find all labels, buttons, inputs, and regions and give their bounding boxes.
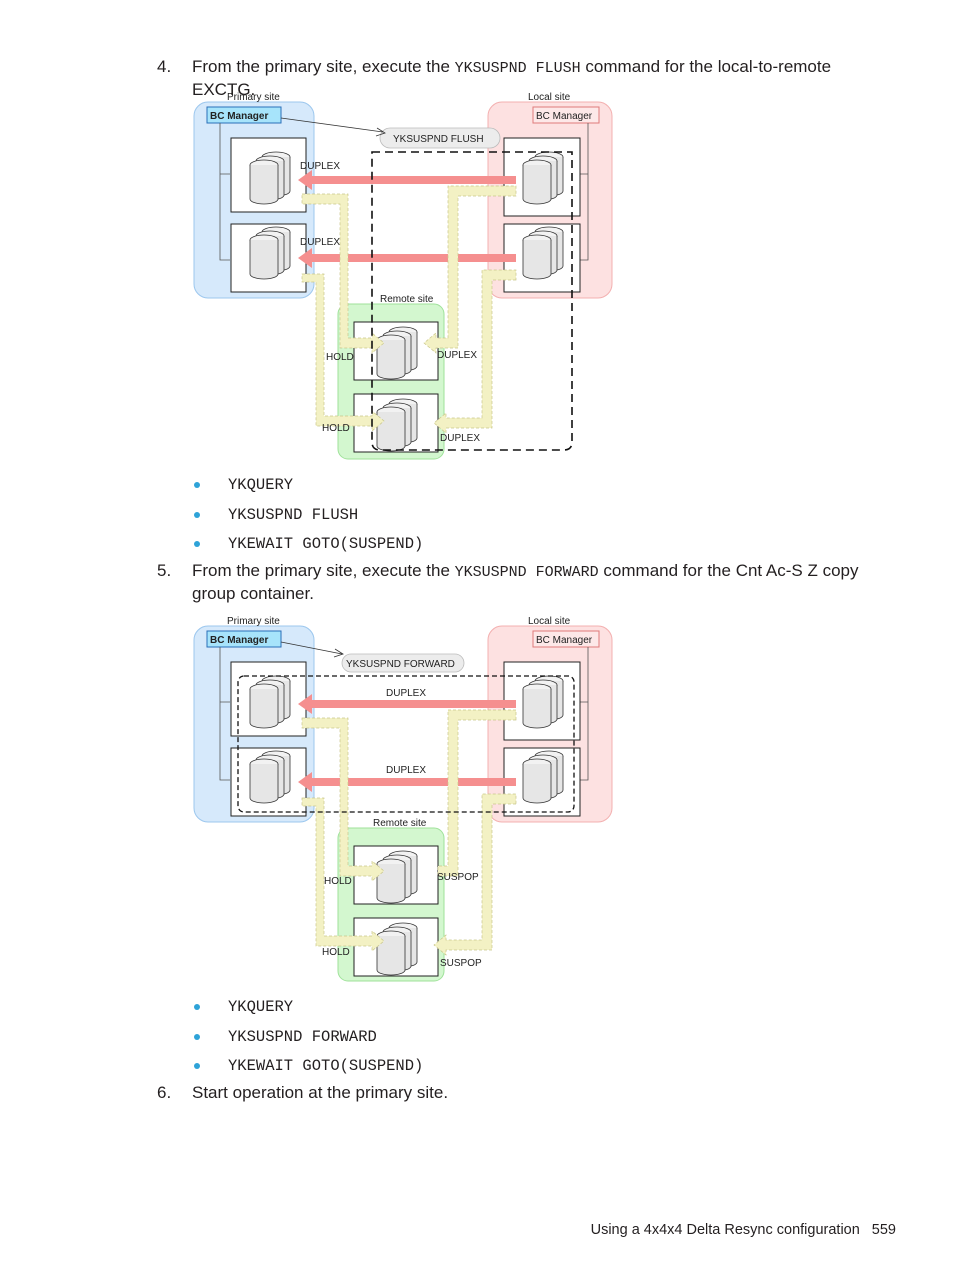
exctg-group-outline [371,151,573,451]
yellow-arrow-3 [437,709,517,877]
command-label: YKSUSPND FORWARD [346,659,455,670]
list-item: YKEWAIT GOTO(SUSPEND) [192,1056,423,1086]
command-code: YKSUSPND FORWARD [454,564,599,581]
status-remote-2: SUSPOP [440,958,482,969]
bc-manager-primary-box [206,106,282,124]
bullet-icon [194,482,200,488]
yellow-arrow-2 [301,273,385,432]
list-item: YKSUSPND FLUSH [192,505,423,535]
red-arrow-2 [298,772,516,792]
list-item: YKQUERY [192,997,423,1027]
status-duplex-1: DUPLEX [386,688,426,699]
disk-stack-icon [377,851,417,903]
step-text: Start operation at the primary site. [192,1083,449,1102]
bc-manager-primary: BC Manager [210,635,268,646]
status-duplex-2: DUPLEX [300,237,340,248]
copy-group-container-outline [237,675,575,813]
disk-stack-icon [250,227,290,279]
bc-manager-local-box [532,630,600,648]
step-number: 4. [157,57,172,76]
status-duplex-1: DUPLEX [300,161,340,172]
page-footer: Using a 4x4x4 Delta Resync configuration… [591,1222,896,1238]
disk-stack-icon [523,152,563,204]
footer-title: Using a 4x4x4 Delta Resync configuration [590,1222,860,1238]
list-item: YKQUERY [192,475,423,505]
status-remote-2: DUPLEX [440,433,480,444]
bullet-icon [194,1033,200,1040]
primary-site-label: Primary site [227,92,280,103]
status-hold-1: HOLD [324,876,352,887]
bc-manager-local: BC Manager [536,635,593,646]
disk-stack-icon [377,399,417,451]
list-item: YKEWAIT GOTO(SUSPEND) [192,534,423,564]
bc-manager-local-box [532,106,600,124]
local-site-label: Local site [528,92,571,103]
status-remote-1: DUPLEX [437,350,477,361]
bullet-icon [194,541,200,547]
step-text: From the primary site, execute the YKSUS… [192,57,832,99]
command-label: YKSUSPND FLUSH [393,134,484,145]
list-item: YKSUSPND FORWARD [192,1027,423,1057]
yellow-arrow-1 [301,193,385,354]
primary-site-label: Primary site [227,616,280,627]
remote-site-label: Remote site [380,294,434,305]
bc-manager-primary: BC Manager [210,111,268,122]
disk-stack-icon [523,751,563,803]
status-hold-2: HOLD [322,947,350,958]
red-arrow-2 [298,248,516,268]
page-number: 559 [871,1222,896,1238]
diagram-flush: Primary site Local site Remote site BC M… [190,90,620,460]
status-hold-1: HOLD [326,352,354,363]
command-pill [341,653,465,673]
disk-stack-icon [250,676,290,728]
bc-manager-primary-box [206,630,282,648]
local-site-label: Local site [528,616,571,627]
yellow-arrow-4 [433,269,517,434]
red-arrow-1 [298,694,516,714]
bullet-icon [194,511,200,518]
remote-site-label: Remote site [373,818,427,829]
command-pill [379,127,501,149]
bullet-icon [194,1004,200,1010]
bc-manager-local: BC Manager [536,111,593,122]
diagram-flush-svg: Primary site Local site Remote site BC M… [193,92,613,460]
diagram-forward: Primary site Local site Remote site BC M… [190,614,620,984]
command-list-1: YKQUERY YKSUSPND FLUSH YKEWAIT GOTO(SUSP… [192,475,423,564]
bullet-icon [194,1063,200,1069]
command-code: YKSUSPND FLUSH [454,60,581,77]
yellow-arrow-2 [301,797,385,952]
yellow-arrow-4 [433,793,517,956]
yellow-arrow-3 [423,185,517,354]
disk-stack-icon [377,923,417,975]
diagram-forward-svg: Primary site Local site Remote site BC M… [193,616,613,982]
disk-stack-icon [523,227,563,279]
status-hold-2: HOLD [322,423,350,434]
yellow-arrow-1 [301,717,385,882]
disk-stack-icon [250,751,290,803]
step-number: 6. [157,1083,172,1102]
disk-stack-icon [523,676,563,728]
step-number: 5. [157,561,172,580]
command-list-2: YKQUERY YKSUSPND FORWARD YKEWAIT GOTO(SU… [192,997,423,1086]
status-duplex-2: DUPLEX [386,765,426,776]
step-text: From the primary site, execute the YKSUS… [192,561,859,603]
red-arrow-1 [298,170,516,190]
disk-stack-icon [377,327,417,379]
disk-stack-icon [250,152,290,204]
status-remote-1: SUSPOP [437,872,479,883]
